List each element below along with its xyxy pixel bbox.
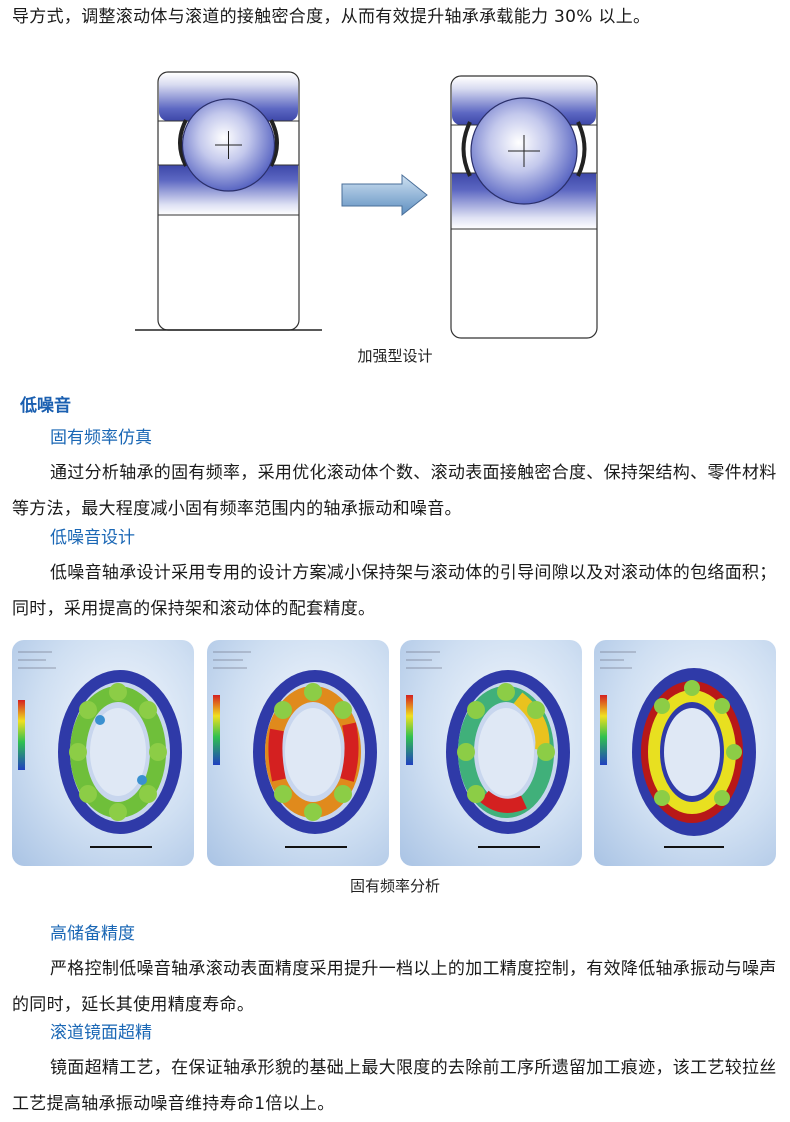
intro-paragraph: 导方式，调整滚动体与滚道的接触密合度，从而有效提升轴承承载能力 30% 以上。 xyxy=(12,7,651,27)
arrow-right-icon xyxy=(341,173,428,217)
subheading-reserve-precision: 高储备精度 xyxy=(50,924,135,944)
paragraph-reserve-precision: 严格控制低噪音轴承滚动表面精度采用提升一档以上的加工精度控制，有效降低轴承振动与… xyxy=(12,959,777,1015)
subheading-natural-frequency: 固有频率仿真 xyxy=(50,428,152,448)
bearing-standard xyxy=(135,71,322,331)
reinforced-design-figure xyxy=(135,71,598,339)
figure1-caption: 加强型设计 xyxy=(357,347,433,365)
subheading-mirror-superfinish: 滚道镜面超精 xyxy=(50,1023,152,1043)
fea-mode-2-icon xyxy=(213,651,377,848)
paragraph-mirror-superfinish: 镜面超精工艺，在保证轴承形貌的基础上最大限度的去除前工序所遗留加工痕迹，该工艺较… xyxy=(12,1058,777,1114)
fea-mode-4-icon xyxy=(600,651,756,848)
figure2-caption: 固有频率分析 xyxy=(349,877,440,895)
fea-panel-mode-1 xyxy=(12,640,194,866)
fea-mode-3-icon xyxy=(406,651,570,848)
paragraph-low-noise-design: 低噪音轴承设计采用专用的设计方案减小保持架与滚动体的引导间隙以及对滚动体的包络面… xyxy=(12,563,777,619)
section-title-low-noise: 低噪音 xyxy=(20,396,71,416)
fea-mode-1-icon xyxy=(18,651,182,848)
fea-panel-mode-4 xyxy=(594,640,776,866)
subheading-low-noise-design: 低噪音设计 xyxy=(50,528,135,548)
fea-panel-mode-3 xyxy=(400,640,582,866)
fea-panel-mode-2 xyxy=(207,640,389,866)
paragraph-natural-frequency: 通过分析轴承的固有频率，采用优化滚动体个数、滚动表面接触密合度、保持架结构、零件… xyxy=(12,463,777,519)
bearing-reinforced xyxy=(450,75,598,339)
